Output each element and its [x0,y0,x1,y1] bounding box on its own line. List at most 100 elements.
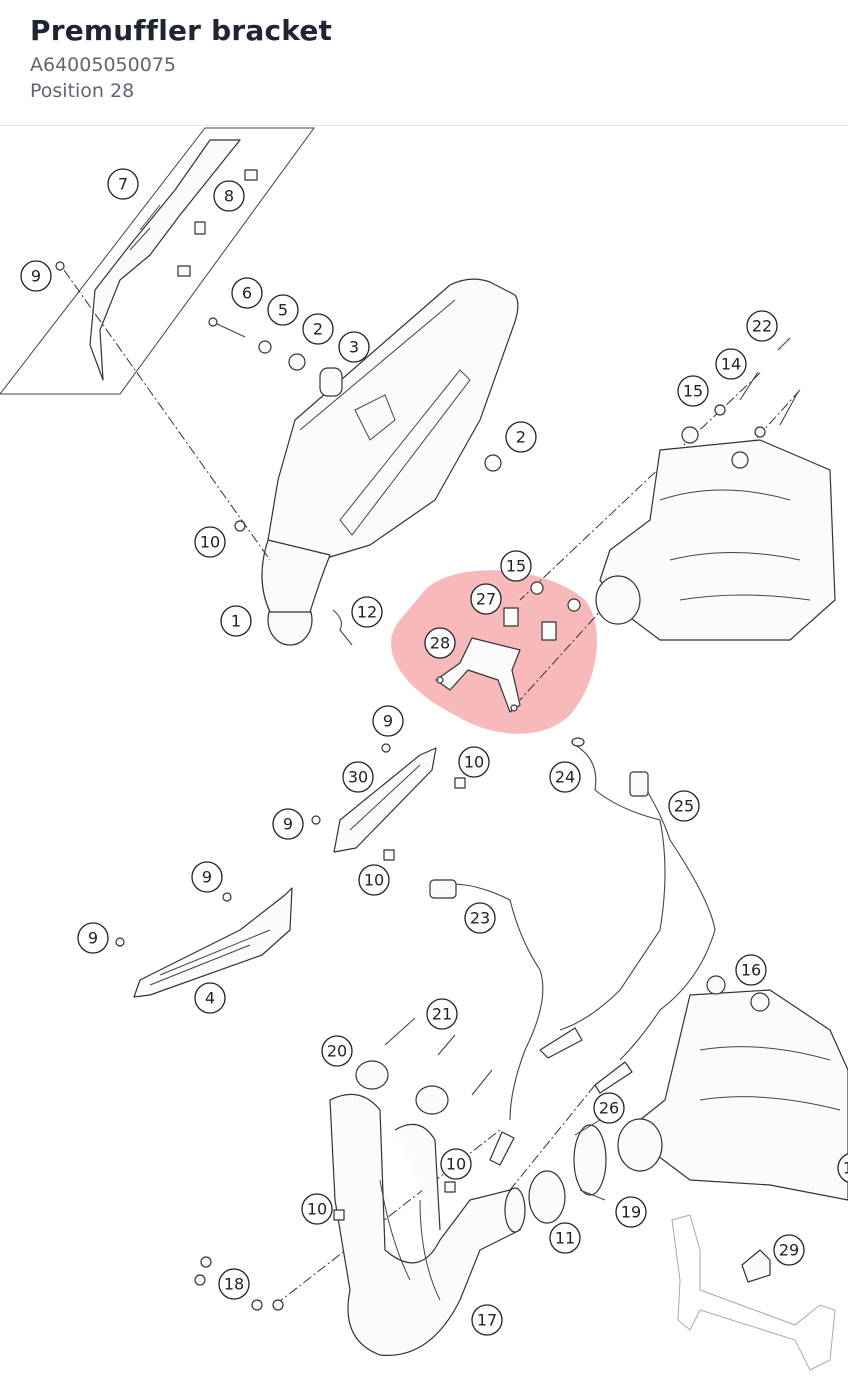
callout-20[interactable]: 20 [321,1035,353,1067]
callout-10[interactable]: 10 [458,746,490,778]
part-position: Position 28 [30,80,135,102]
damper-3[interactable] [319,367,343,397]
premuffler-upper[interactable] [595,426,836,641]
callout-16[interactable]: 16 [735,954,767,986]
nut-10c[interactable] [383,849,395,861]
svg-text:1: 1 [843,1159,848,1178]
callout-30[interactable]: 30 [342,761,374,793]
svg-text:3: 3 [349,338,359,357]
silencer[interactable] [261,278,519,646]
callout-22[interactable]: 22 [746,310,778,342]
callout-2[interactable]: 2 [302,313,334,345]
svg-text:26: 26 [599,1099,619,1118]
exhaust-headers-17[interactable] [329,1093,566,1356]
heat-shield-top[interactable] [0,127,315,395]
callouts: 1 2 2 3 4 5 6 7 8 9 9 9 9 9 10 10 10 10 … [20,168,848,1336]
callout-15[interactable]: 15 [677,375,709,407]
svg-text:15: 15 [506,557,526,576]
callout-8[interactable]: 8 [213,180,245,212]
callout-23[interactable]: 23 [464,902,496,934]
premuffler-bracket-28[interactable] [435,637,521,713]
screw-9a[interactable] [55,261,65,271]
heat-guard-30[interactable] [333,747,437,853]
callout-27[interactable]: 27 [470,583,502,615]
svg-text:17: 17 [477,1311,497,1330]
callout-19[interactable]: 19 [615,1196,647,1228]
callout-25[interactable]: 25 [668,790,700,822]
callout-11[interactable]: 11 [549,1222,581,1254]
screw-9d[interactable] [222,892,232,902]
svg-text:23: 23 [470,909,490,928]
callout-9[interactable]: 9 [272,808,304,840]
nut-10b[interactable] [454,777,466,789]
callout-9[interactable]: 9 [20,260,52,292]
clips-27[interactable] [503,607,557,641]
heat-guard-4[interactable] [133,887,293,998]
callout-1[interactable]: 1 [220,605,252,637]
svg-text:4: 4 [205,989,215,1008]
nut-10e[interactable] [444,1181,456,1193]
callout-28-selected[interactable]: 28 [424,627,456,659]
callout-5[interactable]: 5 [267,294,299,326]
studs-20-21[interactable] [355,1017,493,1115]
svg-text:9: 9 [202,868,212,887]
nut-10d[interactable] [333,1209,345,1221]
part-header: Premuffler bracket A64005050075 Position… [0,0,848,126]
exploded-parts-diagram: 1 2 2 3 4 5 6 7 8 9 9 9 9 9 10 10 10 10 … [0,127,848,1371]
callout-15[interactable]: 15 [500,550,532,582]
svg-text:9: 9 [283,815,293,834]
svg-text:29: 29 [779,1241,799,1260]
callout-4[interactable]: 4 [194,982,226,1014]
callout-10[interactable]: 10 [194,526,226,558]
bolt-6[interactable] [208,317,246,338]
callout-9[interactable]: 9 [191,861,223,893]
callout-9[interactable]: 9 [77,922,109,954]
premuffler-lower[interactable] [617,975,848,1201]
svg-text:12: 12 [357,603,377,622]
callout-1-partial[interactable]: 1 [837,1153,848,1183]
mount-29[interactable] [671,1214,836,1371]
callout-14[interactable]: 14 [715,348,747,380]
svg-text:21: 21 [432,1005,452,1024]
clamp-26[interactable] [573,1119,607,1201]
svg-text:14: 14 [721,355,741,374]
callout-7[interactable]: 7 [107,168,139,200]
svg-text:10: 10 [364,871,384,890]
nuts-18[interactable] [194,1256,284,1311]
screw-9c[interactable] [311,815,321,825]
callout-10[interactable]: 10 [358,864,390,896]
bushing-2b[interactable] [484,454,502,472]
svg-text:10: 10 [307,1200,327,1219]
svg-text:15: 15 [683,382,703,401]
callout-17[interactable]: 17 [471,1304,503,1336]
washer-5[interactable] [258,340,272,354]
callout-24[interactable]: 24 [549,761,581,793]
svg-text:10: 10 [446,1155,466,1174]
callout-21[interactable]: 21 [426,998,458,1030]
callout-12[interactable]: 12 [351,596,383,628]
svg-text:30: 30 [348,768,368,787]
lambda-sensor-cables[interactable] [429,737,716,1166]
callout-6[interactable]: 6 [231,277,263,309]
screw-9b[interactable] [381,743,391,753]
callout-18[interactable]: 18 [218,1268,250,1300]
screw-9e[interactable] [115,937,125,947]
svg-text:11: 11 [555,1229,575,1248]
callout-9[interactable]: 9 [372,705,404,737]
bolts-14-22[interactable] [530,337,799,612]
clips-8[interactable] [177,169,258,277]
callout-10[interactable]: 10 [301,1193,333,1225]
bushing-2[interactable] [288,353,306,371]
svg-text:8: 8 [224,187,234,206]
svg-text:9: 9 [31,267,41,286]
svg-text:19: 19 [621,1203,641,1222]
svg-text:27: 27 [476,590,496,609]
spring-12[interactable] [332,609,353,646]
callout-10[interactable]: 10 [440,1148,472,1180]
nut-10a[interactable] [234,520,246,532]
callout-26[interactable]: 26 [593,1092,625,1124]
callout-2[interactable]: 2 [505,421,537,453]
callout-3[interactable]: 3 [338,331,370,363]
callout-29[interactable]: 29 [773,1234,805,1266]
svg-text:20: 20 [327,1042,347,1061]
